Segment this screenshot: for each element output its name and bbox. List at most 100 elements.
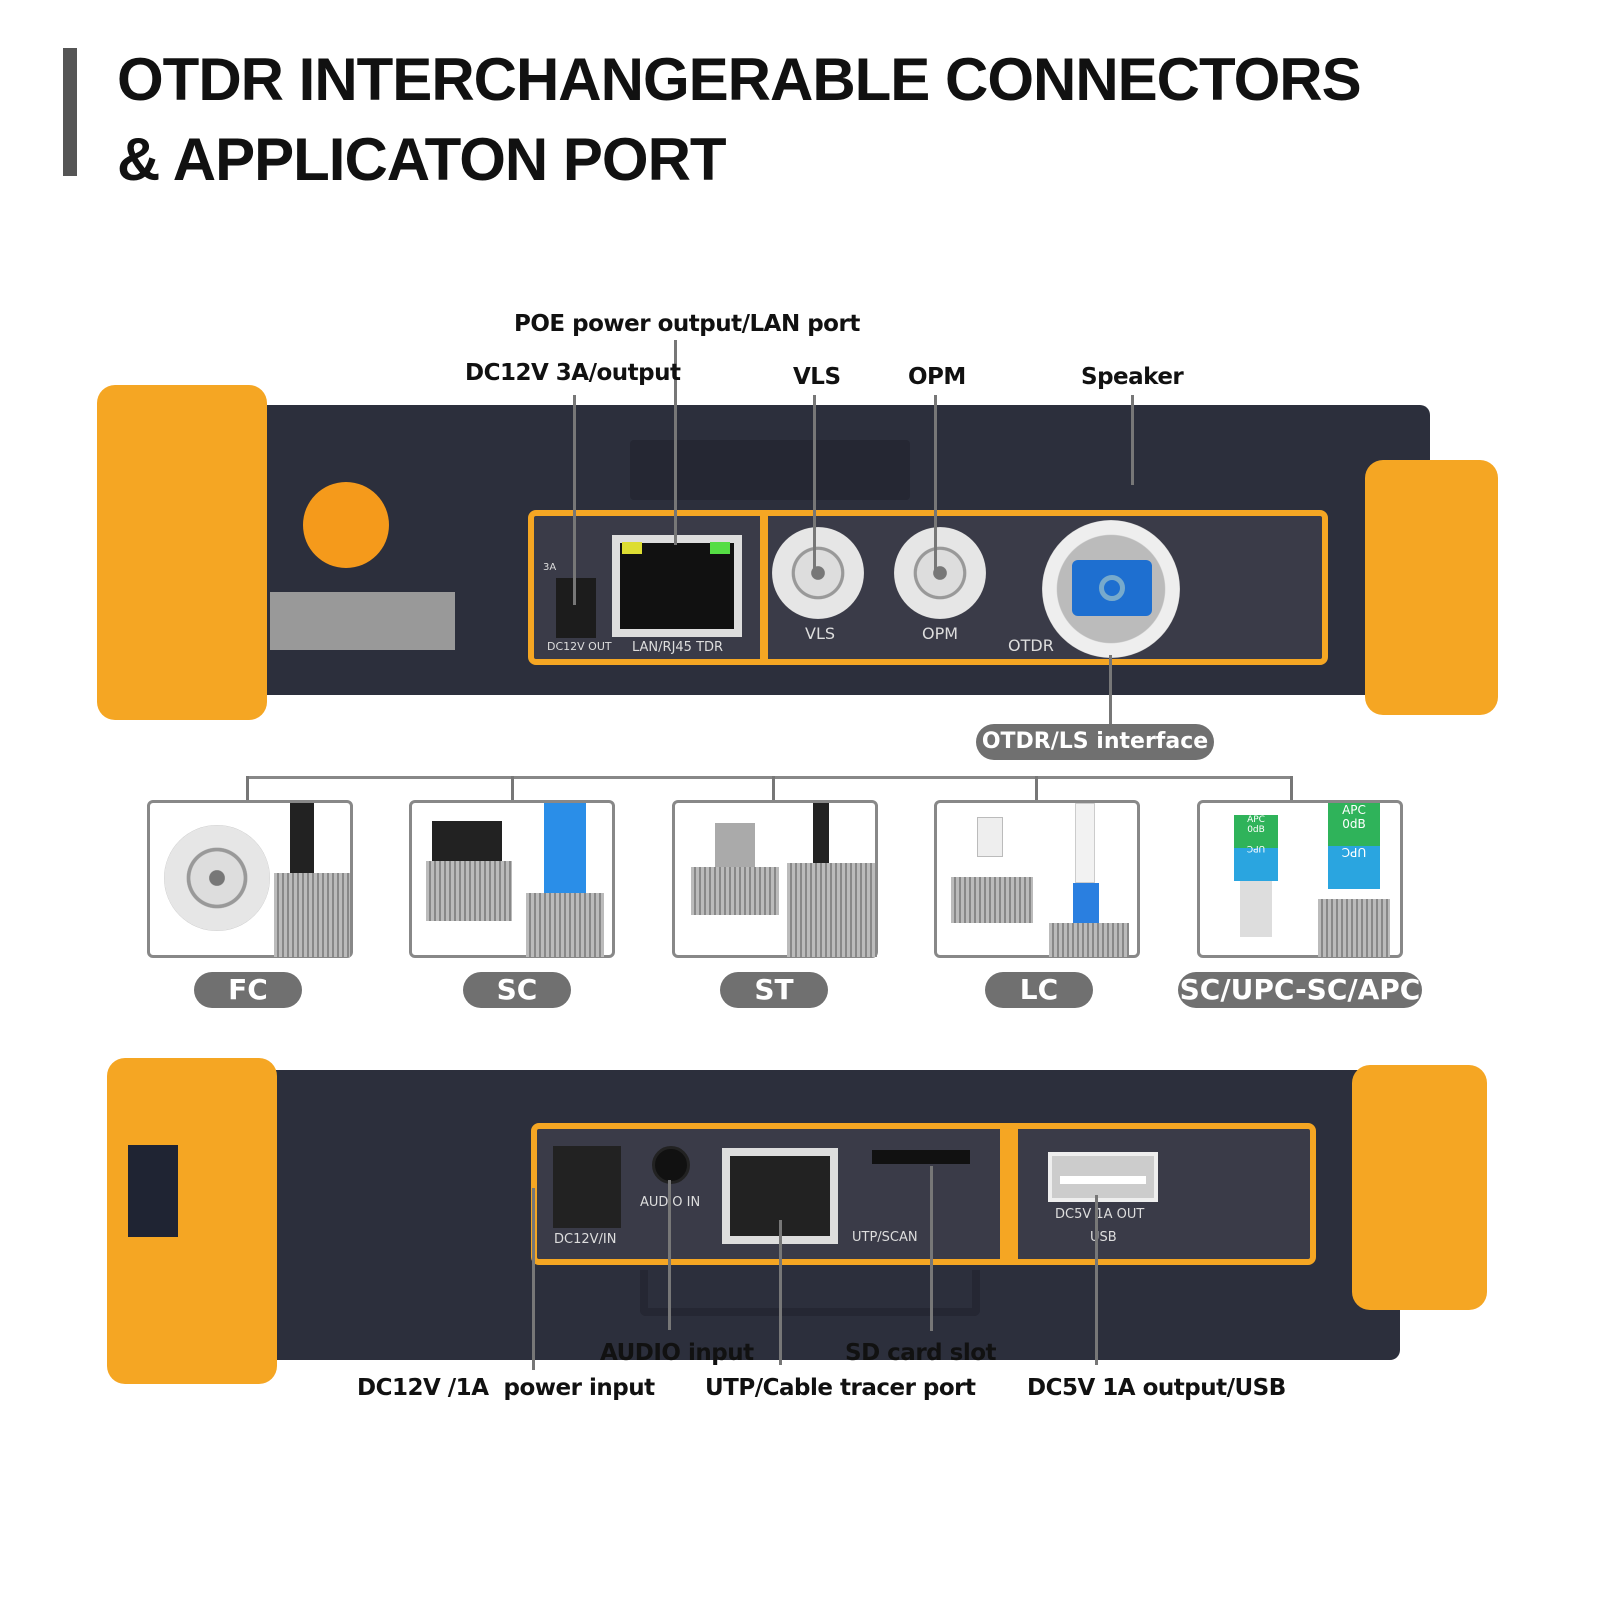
att-db-text: 0dB <box>1342 817 1366 831</box>
vls-port <box>772 527 864 619</box>
leader-line <box>779 1220 782 1365</box>
printed-dc12v-in: DC12V/IN <box>554 1232 617 1247</box>
connector-label-sc: SC <box>463 972 571 1008</box>
audio-jack <box>652 1146 690 1184</box>
st-adapter <box>691 867 779 915</box>
handle <box>630 440 910 500</box>
title-line-2: & APPLICATON PORT <box>117 126 727 193</box>
fc-adapter <box>164 825 270 931</box>
tree-branch <box>1290 776 1293 800</box>
port-panel <box>531 1123 1316 1265</box>
side-slot <box>128 1145 178 1237</box>
title-accent-bar <box>63 48 77 176</box>
att-db-text: 0dB <box>1247 825 1265 835</box>
printed-usb: USB <box>1090 1230 1117 1245</box>
leader-line <box>668 1180 671 1330</box>
leader-line <box>1095 1195 1098 1365</box>
connector-fc-image <box>147 800 353 958</box>
connector-st-image <box>672 800 878 958</box>
st-plug <box>787 863 877 957</box>
power-button[interactable] <box>303 482 389 568</box>
bumper-left <box>97 385 267 720</box>
lc-adapter-top <box>977 817 1003 857</box>
panel-divider <box>1000 1128 1018 1260</box>
callout-utp: UTP/Cable tracer port <box>705 1375 976 1401</box>
st-adapter-top <box>715 823 755 867</box>
leader-line <box>1109 655 1112 725</box>
st-cable <box>813 803 829 863</box>
leader-line <box>1131 395 1134 485</box>
tree-branch <box>1035 776 1038 800</box>
callout-vls: VLS <box>793 364 841 390</box>
sc-nut <box>526 893 604 957</box>
fc-plug <box>274 873 350 957</box>
connector-label-fc: FC <box>194 972 302 1008</box>
leader-line <box>813 395 816 570</box>
tree-branch <box>772 776 775 800</box>
otdr-sc-adapter <box>1072 560 1152 616</box>
connector-sc-image <box>409 800 615 958</box>
dc12v-out-jack <box>556 578 596 638</box>
leader-line <box>674 340 677 545</box>
bumper-right <box>1365 460 1498 715</box>
callout-dc12v-out: DC12V 3A/output <box>465 360 681 386</box>
tree-line <box>246 776 1292 779</box>
printed-dc5v: DC5V 1A OUT <box>1055 1207 1145 1222</box>
panel-divider <box>760 515 768 661</box>
tree-branch <box>246 776 249 800</box>
lc-plug <box>1073 883 1099 927</box>
attenuator-nut <box>1318 899 1390 957</box>
callout-speaker: Speaker <box>1081 364 1184 390</box>
callout-opm: OPM <box>908 364 966 390</box>
usb-port <box>1048 1152 1158 1202</box>
printed-lan: LAN/RJ45 TDR <box>632 640 724 655</box>
sd-slot <box>872 1150 970 1164</box>
dc12v-in-jack <box>553 1146 621 1228</box>
printed-otdr: OTDR <box>1008 636 1054 655</box>
printed-opm: OPM <box>922 624 959 643</box>
callout-audio: AUDIO input <box>600 1340 754 1366</box>
tree-branch <box>511 776 514 800</box>
lc-nut <box>1049 923 1129 957</box>
lc-cable <box>1075 803 1095 883</box>
printed-vls: VLS <box>805 624 836 643</box>
led-yellow <box>622 542 642 554</box>
att-apc-text: APC <box>1247 815 1265 825</box>
fc-cable <box>290 803 314 873</box>
printed-utp-scan: UTP/SCAN <box>852 1230 918 1245</box>
callout-poe: POE power output/LAN port <box>514 311 860 337</box>
handle <box>640 1270 980 1316</box>
leader-line <box>934 395 937 570</box>
att-upc-text: UPC <box>1341 845 1367 859</box>
title-line-1: OTDR INTERCHANGERABLE CONNECTORS <box>117 46 1362 113</box>
callout-sd: SD card slot <box>845 1340 997 1366</box>
printed-3a: 3A <box>543 562 557 573</box>
att-apc-text: APC <box>1342 803 1366 817</box>
rj45-port <box>612 535 742 637</box>
leader-line <box>573 395 576 605</box>
sc-adapter-top <box>432 821 502 861</box>
sc-plug <box>544 803 586 893</box>
led-green <box>710 542 730 554</box>
leader-line <box>532 1188 535 1370</box>
page-title: OTDR INTERCHANGERABLE CONNECTORS & APPLIC… <box>117 40 1362 200</box>
printed-dc12v-out: DC12V OUT <box>547 640 612 653</box>
label-plate <box>270 592 455 650</box>
callout-usb: DC5V 1A output/USB <box>1027 1375 1286 1401</box>
callout-dc12v-in: DC12V /1A power input <box>357 1375 655 1401</box>
connector-label-lc: LC <box>985 972 1093 1008</box>
connector-label-st: ST <box>720 972 828 1008</box>
leader-line <box>930 1166 933 1331</box>
connector-label-sc-upc-apc: SC/UPC-SC/APC <box>1178 972 1422 1008</box>
bumper-right <box>1352 1065 1487 1310</box>
sc-adapter <box>426 861 512 921</box>
connector-lc-image <box>934 800 1140 958</box>
lc-adapter <box>951 877 1033 923</box>
opm-port <box>894 527 986 619</box>
attenuator-small-body <box>1240 881 1272 937</box>
otdr-ls-interface-label: OTDR/LS interface <box>976 724 1214 760</box>
att-upc-text: UPC <box>1246 843 1266 853</box>
